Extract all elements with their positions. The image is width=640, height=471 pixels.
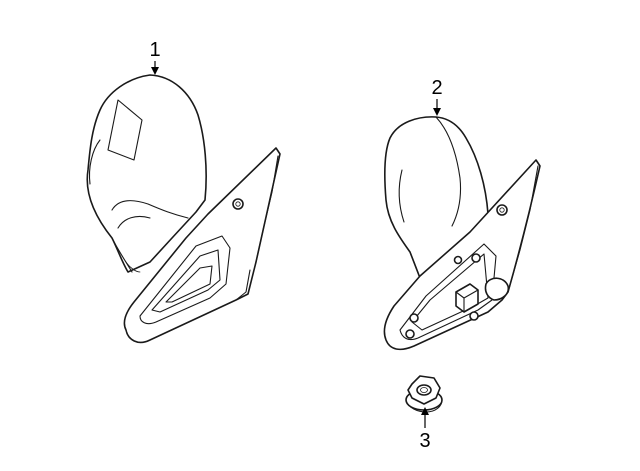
callout-2: 2 bbox=[431, 77, 443, 116]
part-2-plate-hole bbox=[469, 311, 479, 321]
callout-1: 1 bbox=[149, 39, 161, 75]
part-2-plate-hole bbox=[471, 253, 481, 263]
callout-2-arrowhead bbox=[433, 108, 441, 116]
callout-2-label: 2 bbox=[431, 77, 442, 99]
callout-3: 3 bbox=[419, 407, 431, 452]
part-2-plate-hole bbox=[453, 255, 463, 265]
callout-1-arrowhead bbox=[151, 67, 159, 75]
part-1-housing-contour bbox=[107, 99, 143, 161]
part-1-mount-bolt bbox=[232, 198, 244, 210]
part-3-thread-hole bbox=[416, 384, 432, 396]
callout-1-label: 1 bbox=[149, 39, 160, 61]
part-2-connector bbox=[455, 283, 479, 313]
callout-3-arrowhead bbox=[421, 407, 429, 415]
part-2-plate-hole bbox=[409, 313, 419, 323]
part-2-mirror-assembly bbox=[383, 116, 541, 351]
part-2-mount-bolt bbox=[496, 204, 508, 216]
part-2-plate-hole bbox=[405, 329, 415, 339]
callout-3-label: 3 bbox=[419, 430, 430, 452]
part-3-flange-nut bbox=[405, 375, 443, 413]
part-2-boss bbox=[484, 277, 510, 301]
part-1-mirror-assembly bbox=[86, 74, 281, 344]
part-2-housing bbox=[384, 116, 489, 279]
